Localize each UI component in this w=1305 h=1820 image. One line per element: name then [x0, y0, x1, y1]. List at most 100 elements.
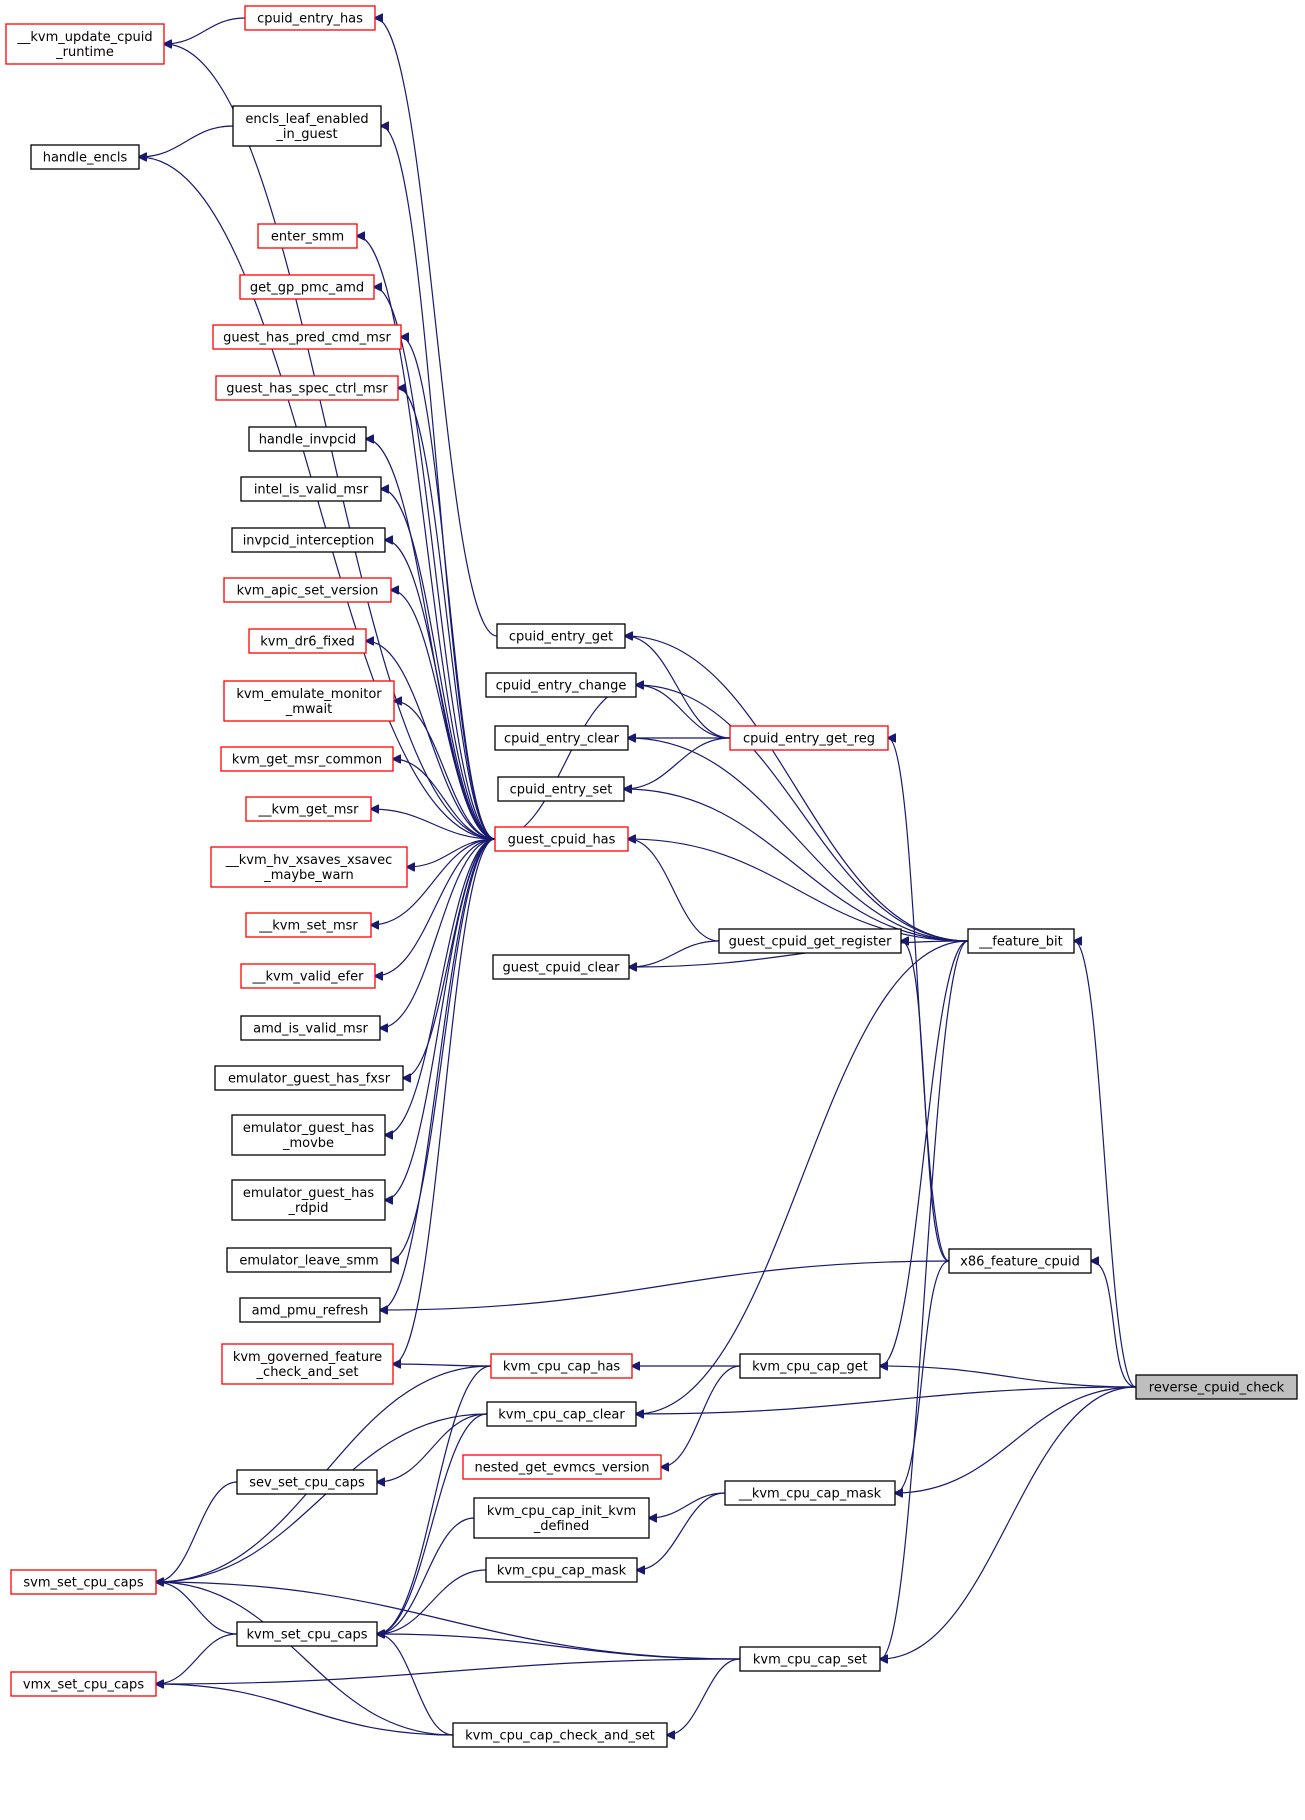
node-sev-set-cpu-caps[interactable]: sev_set_cpu_caps — [236, 1469, 378, 1495]
node-get-gp-pmc-amd[interactable]: get_gp_pmc_amd — [239, 274, 375, 300]
node-kvm-cpu-cap-mask[interactable]: kvm_cpu_cap_mask — [485, 1557, 638, 1583]
node-amd-is-valid-msr[interactable]: amd_is_valid_msr — [240, 1015, 381, 1041]
node-enter-smm[interactable]: enter_smm — [257, 223, 358, 249]
node-box — [240, 963, 376, 989]
node-guest-cpuid-clear[interactable]: guest_cpuid_clear — [492, 954, 630, 980]
node-cpuid-entry-get[interactable]: cpuid_entry_get — [496, 623, 626, 649]
node-kvm-update-cpuid-runtime[interactable]: __kvm_update_cpuid_runtime — [5, 23, 165, 65]
node-guest-cpuid-get-register[interactable]: guest_cpuid_get_register — [718, 928, 902, 954]
node-box — [724, 1480, 896, 1506]
edge-reverse-cpuid-check-to-kvm-cpu-cap-set — [880, 1386, 1137, 1659]
edge-guest-cpuid-has-to-guest-has-pred-cmd-msr — [401, 337, 496, 840]
node-box — [473, 1497, 650, 1539]
edge-kvm-cpu-cap-init-kvm-defined-to-kvm-set-cpu-caps — [377, 1517, 475, 1634]
edges-layer — [139, 18, 1137, 1736]
node-kvm-set-msr[interactable]: __kvm_set_msr — [245, 912, 372, 938]
node-label: guest_has_spec_ctrl_msr — [226, 382, 388, 397]
node-kvm-cpu-cap-has[interactable]: kvm_cpu_cap_has — [490, 1353, 633, 1379]
node-box — [1135, 1374, 1298, 1400]
node-box — [257, 223, 358, 249]
node-guest-cpuid-has[interactable]: guest_cpuid_has — [494, 826, 629, 852]
node-reverse-cpuid-check[interactable]: reverse_cpuid_check — [1135, 1374, 1298, 1400]
node-kvm-emulate-monitor-mwait[interactable]: kvm_emulate_monitor_mwait — [223, 680, 395, 722]
node-kvm-cpu-cap-clear[interactable]: kvm_cpu_cap_clear — [486, 1401, 637, 1427]
node-kvm-cpu-cap-init-kvm-defined[interactable]: kvm_cpu_cap_init_kvm_defined — [473, 1497, 650, 1539]
node-feature-bit[interactable]: __feature_bit — [967, 928, 1075, 954]
edge-kvm-cpu-cap-set-to-svm-set-cpu-caps — [156, 1582, 741, 1660]
edge-guest-cpuid-has-to-emulator-leave-smm — [391, 838, 496, 1260]
edge-kvm-cpu-cap-mask-to-kvm-set-cpu-caps — [377, 1569, 487, 1634]
node-box — [486, 1401, 637, 1427]
node-guest-has-pred-cmd-msr[interactable]: guest_has_pred_cmd_msr — [212, 324, 402, 350]
node-guest-has-spec-ctrl-msr[interactable]: guest_has_spec_ctrl_msr — [215, 375, 399, 401]
node-label: kvm_set_cpu_caps — [246, 1628, 367, 1643]
node-svm-set-cpu-caps[interactable]: svm_set_cpu_caps — [10, 1569, 157, 1595]
edge-cpuid-entry-change-to-guest-cpuid-has — [495, 684, 637, 839]
node-box — [490, 1353, 633, 1379]
edge-guest-cpuid-has-to-kvm-set-msr — [371, 838, 496, 925]
edge-kvm-cpu-cap-has-to-kvm-set-cpu-caps — [377, 1365, 492, 1634]
edge-guest-cpuid-has-to-amd-pmu-refresh — [380, 838, 496, 1310]
node-kvm-cpu-cap-get[interactable]: kvm_cpu_cap_get — [739, 1353, 881, 1379]
node-x86-feature-cpuid[interactable]: x86_feature_cpuid — [948, 1248, 1092, 1274]
node-label: _movbe — [282, 1136, 334, 1151]
node-box — [5, 23, 165, 65]
edge-kvm-cpu-cap-get-to-nested-get-evmcs-version — [661, 1365, 741, 1467]
node-label: kvm_governed_feature — [233, 1350, 382, 1365]
node-emulator-leave-smm[interactable]: emulator_leave_smm — [226, 1247, 392, 1273]
node-label: guest_cpuid_get_register — [729, 935, 892, 950]
edge-guest-cpuid-has-to-emulator-guest-has-fxsr — [403, 838, 496, 1078]
node-cpuid-entry-has[interactable]: cpuid_entry_has — [244, 5, 376, 31]
node-emulator-guest-has-rdpid[interactable]: emulator_guest_has_rdpid — [231, 1179, 386, 1221]
node-kvm-hv-xsaves[interactable]: __kvm_hv_xsaves_xsavec_maybe_warn — [210, 846, 408, 888]
edge-guest-cpuid-has-to-encls-leaf-enabled — [381, 126, 496, 840]
node-box — [210, 846, 408, 888]
node-kvm-valid-efer[interactable]: __kvm_valid_efer — [240, 963, 376, 989]
node-label: cpuid_entry_clear — [504, 732, 620, 747]
node-cpuid-entry-change[interactable]: cpuid_entry_change — [485, 672, 637, 698]
node-emulator-guest-has-fxsr[interactable]: emulator_guest_has_fxsr — [214, 1065, 404, 1091]
node-kvm-cpu-cap-check-and-set[interactable]: kvm_cpu_cap_check_and_set — [452, 1722, 668, 1748]
node-kvm-get-msr-common[interactable]: kvm_get_msr_common — [220, 746, 394, 772]
node-label: __kvm_valid_efer — [252, 970, 365, 985]
edge-reverse-cpuid-check-to-x86-feature-cpuid — [1091, 1261, 1137, 1388]
node-box — [212, 324, 402, 350]
node-cpuid-entry-clear[interactable]: cpuid_entry_clear — [494, 725, 629, 751]
node-invpcid-interception[interactable]: invpcid_interception — [231, 527, 386, 553]
node-handle-invpcid[interactable]: handle_invpcid — [248, 426, 367, 452]
node-box — [240, 1015, 381, 1041]
edge-kvm-cpu-cap-check-and-set-to-vmx-set-cpu-caps — [156, 1684, 454, 1736]
node-nested-get-evmcs-version[interactable]: nested_get_evmcs_version — [462, 1454, 662, 1480]
edge-cpuid-entry-get-reg-to-cpuid-entry-change — [636, 685, 731, 739]
edge-cpuid-entry-get-reg-to-cpuid-entry-set — [624, 737, 731, 789]
node-kvm-apic-set-version[interactable]: kvm_apic_set_version — [223, 577, 392, 603]
node-label: kvm_cpu_cap_check_and_set — [465, 1729, 655, 1744]
node-label: __feature_bit — [978, 935, 1062, 950]
edge-feature-bit-to-cpuid-entry-set — [624, 789, 969, 942]
node-emulator-guest-has-movbe[interactable]: emulator_guest_has_movbe — [231, 1114, 386, 1156]
node-encls-leaf-enabled[interactable]: encls_leaf_enabled_in_guest — [232, 105, 382, 147]
node-cpuid-entry-set[interactable]: cpuid_entry_set — [497, 776, 625, 802]
node-kvm-get-msr[interactable]: __kvm_get_msr — [245, 796, 372, 822]
node-label: cpuid_entry_get_reg — [743, 732, 875, 747]
node-label: kvm_dr6_fixed — [260, 635, 355, 650]
edge-kvm-cpu-cap-mask-internal-to-kvm-cpu-cap-mask — [637, 1492, 726, 1570]
node-cpuid-entry-get-reg[interactable]: cpuid_entry_get_reg — [729, 725, 889, 751]
node-intel-is-valid-msr[interactable]: intel_is_valid_msr — [240, 476, 382, 502]
node-handle-encls[interactable]: handle_encls — [30, 144, 140, 170]
node-label: kvm_cpu_cap_has — [503, 1360, 621, 1375]
node-box — [231, 1179, 386, 1221]
node-vmx-set-cpu-caps[interactable]: vmx_set_cpu_caps — [10, 1671, 157, 1697]
node-label: emulator_leave_smm — [239, 1254, 378, 1269]
node-label: amd_pmu_refresh — [252, 1304, 369, 1319]
edge-cpuid-entry-get-reg-to-cpuid-entry-get — [625, 636, 731, 739]
node-label: reverse_cpuid_check — [1149, 1381, 1285, 1396]
node-kvm-set-cpu-caps[interactable]: kvm_set_cpu_caps — [236, 1621, 378, 1647]
node-kvm-cpu-cap-set[interactable]: kvm_cpu_cap_set — [739, 1646, 881, 1672]
edge-cpuid-entry-get-to-cpuid-entry-has — [375, 18, 498, 637]
node-kvm-dr6-fixed[interactable]: kvm_dr6_fixed — [248, 628, 367, 654]
node-kvm-cpu-cap-mask-internal[interactable]: __kvm_cpu_cap_mask — [724, 1480, 896, 1506]
node-label: cpuid_entry_change — [496, 679, 627, 694]
node-amd-pmu-refresh[interactable]: amd_pmu_refresh — [239, 1297, 381, 1323]
node-kvm-governed-feature[interactable]: kvm_governed_feature_check_and_set — [221, 1343, 394, 1385]
